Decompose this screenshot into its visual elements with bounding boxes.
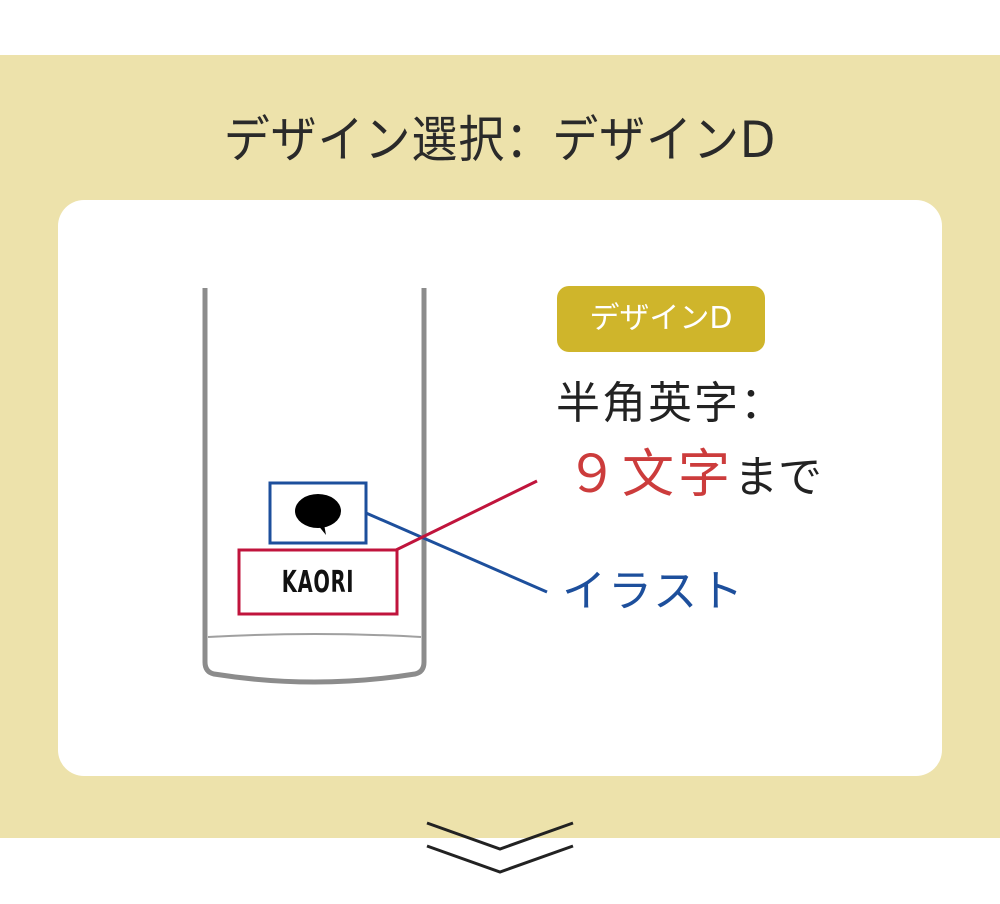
illustration-leader-line <box>365 511 548 594</box>
char-limit-value: ９文字 <box>566 445 735 505</box>
design-badge: デザインD <box>557 286 765 352</box>
name-preview-text: KAORI <box>281 565 355 600</box>
bottle-outline <box>202 288 427 685</box>
char-limit-suffix: まで <box>734 452 823 503</box>
page-title: デザイン選択：デザインD <box>223 111 777 169</box>
illustration-label: イラスト <box>562 566 746 617</box>
char-limit-line: ９文字まで <box>566 440 822 513</box>
speech-bubble-icon <box>295 494 341 535</box>
name-box <box>237 548 399 616</box>
name-leader-line <box>395 479 538 552</box>
char-limit-label: 半角英字： <box>556 378 786 429</box>
double-chevron-down-icon[interactable] <box>426 821 574 874</box>
